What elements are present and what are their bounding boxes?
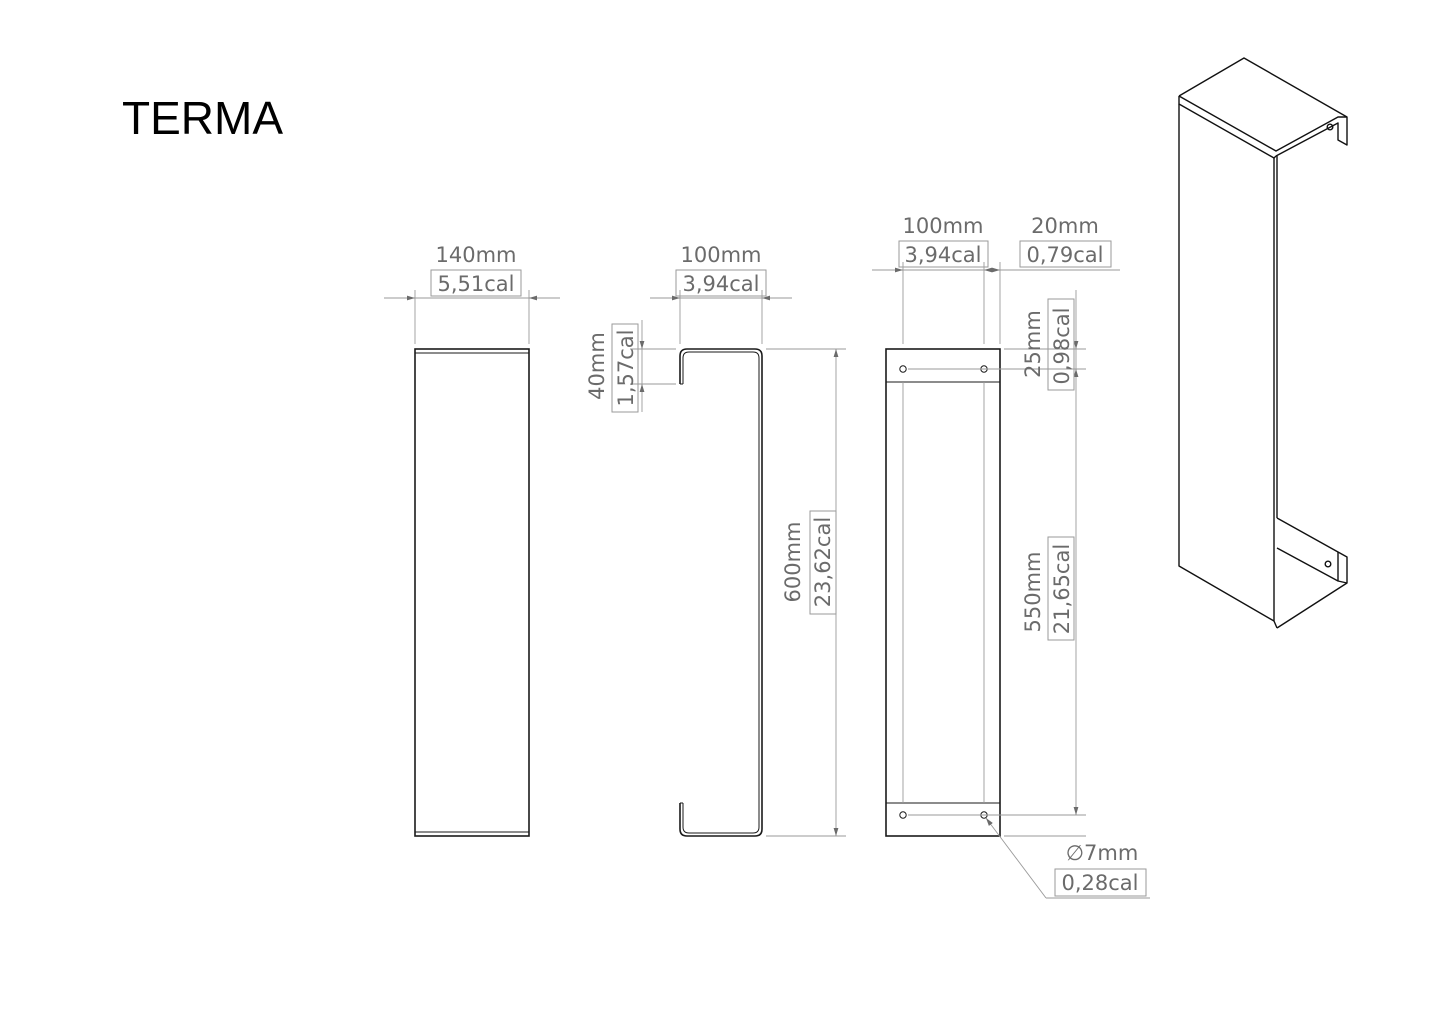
- back-width-inch: 3,94cal: [904, 243, 981, 267]
- side-width-inch: 3,94cal: [682, 272, 759, 296]
- front-width-mm: 140mm: [436, 243, 517, 267]
- isometric-view: [1178, 57, 1348, 629]
- back-width-mm: 100mm: [903, 214, 984, 238]
- hole-diameter-inch: 0,28cal: [1061, 871, 1138, 895]
- hole-offset-mm: 25mm: [1021, 310, 1045, 378]
- front-view: 140mm 5,51cal: [384, 243, 560, 837]
- front-panel: [414, 348, 530, 837]
- back-offset-mm: 20mm: [1031, 214, 1099, 238]
- overall-height-mm: 600mm: [781, 522, 805, 603]
- drawing-title: TERMA: [122, 92, 283, 144]
- hole-diameter-mm: ∅7mm: [1066, 841, 1139, 865]
- hole-spacing-inch: 21,65cal: [1050, 544, 1074, 634]
- side-profile: [679, 348, 763, 837]
- flange-height-inch: 1,57cal: [614, 329, 638, 406]
- flange-height-mm: 40mm: [585, 332, 609, 400]
- side-width-mm: 100mm: [681, 243, 762, 267]
- front-width-inch: 5,51cal: [437, 272, 514, 296]
- mounting-hole: [899, 811, 907, 819]
- hole-spacing-mm: 550mm: [1021, 552, 1045, 633]
- hole-offset-inch: 0,98cal: [1050, 307, 1074, 384]
- overall-height-inch: 23,62cal: [811, 517, 835, 607]
- side-view: 100mm 3,94cal 40mm 1,57cal 600mm 23,62ca…: [585, 243, 846, 837]
- mounting-hole: [899, 365, 907, 373]
- back-view: 100mm 3,94cal 20mm 0,79cal 25mm 0,98cal …: [872, 214, 1150, 899]
- back-offset-inch: 0,79cal: [1026, 243, 1103, 267]
- back-panel: [885, 348, 1001, 837]
